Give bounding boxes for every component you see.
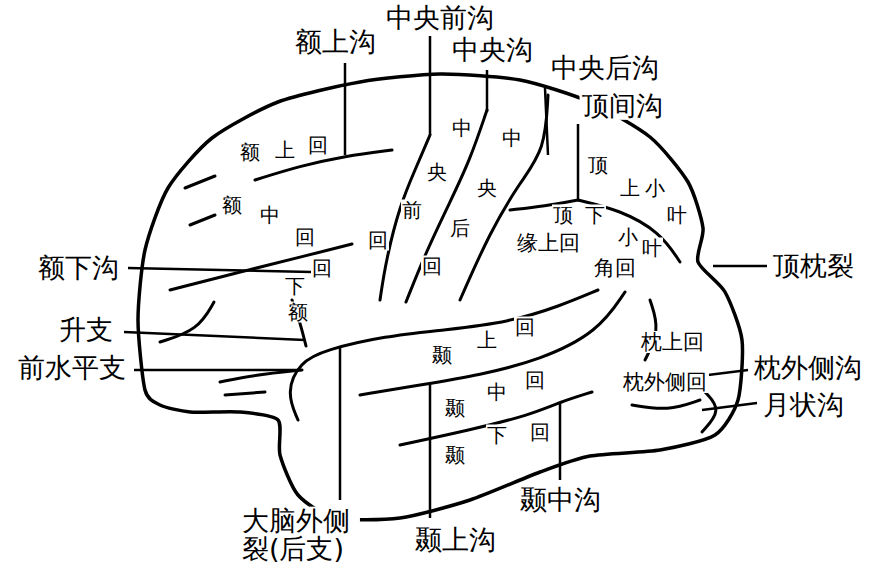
leader-line: [545, 88, 548, 155]
sulcus-line: [225, 392, 265, 395]
gyrus-character: 额: [221, 195, 243, 216]
gyrus-character: 上: [274, 140, 296, 161]
sulcus-label: 月状沟: [761, 391, 846, 419]
gyrus-character: 回: [529, 422, 551, 443]
gyrus-character: 颞: [444, 445, 466, 466]
leader-line: [344, 63, 347, 155]
leader-line: [128, 268, 312, 272]
sulcus-line: [702, 392, 716, 432]
leader-line: [134, 369, 300, 372]
gyrus-character: 小: [644, 178, 666, 199]
gyrus-character: 叶: [666, 205, 688, 226]
gyrus-label: 额中回: [220, 193, 317, 249]
brain-outline: [138, 74, 742, 520]
gyrus-character: 额: [239, 142, 261, 163]
gyrus-character: 央: [476, 178, 498, 199]
leader-line: [486, 70, 489, 112]
gyrus-character: 下: [486, 425, 508, 446]
gyrus-character: 回: [421, 256, 443, 277]
gyrus-character: 下: [284, 276, 306, 297]
sulcus-line: [360, 292, 625, 395]
sulcus-line: [185, 176, 215, 188]
gyrus-character: 回: [514, 317, 536, 338]
gyrus-character: 中: [486, 382, 508, 403]
gyrus-character: 上: [619, 178, 641, 199]
gyrus-label: 颞下回: [443, 420, 552, 467]
gyrus-character: 央: [426, 162, 448, 183]
leader-line: [124, 332, 305, 340]
gyrus-character: 中: [451, 118, 473, 139]
gyrus-character: 前: [401, 200, 423, 221]
gyrus-character: 回: [307, 135, 329, 156]
sulcus-line: [632, 400, 700, 408]
sulcus-label: 中央沟: [450, 36, 535, 64]
sulcus-label: 前水平支: [16, 354, 128, 382]
sulcus-line: [220, 370, 302, 382]
leader-line: [339, 348, 342, 500]
gyrus-character: 叶: [641, 238, 663, 259]
sulcus-label: 中央前沟: [384, 4, 496, 32]
gyrus-character: 回: [367, 230, 389, 251]
gyrus-character: 颞: [431, 345, 453, 366]
gyrus-character: 中: [501, 128, 523, 149]
sulcus-label: 大脑外侧 裂(后支): [240, 507, 360, 564]
gyrus-character: 回: [311, 258, 333, 279]
sulcus-label: 额下沟: [36, 254, 121, 282]
gyrus-character: 上: [476, 330, 498, 351]
gyrus-label: 颞 上回: [430, 315, 537, 367]
sulcus-line: [578, 200, 680, 262]
gyrus-character: 后: [449, 218, 471, 239]
gyrus-character: 回: [524, 370, 546, 391]
gyrus-character: 额: [287, 302, 309, 323]
gyrus-character: 顶: [552, 205, 574, 226]
gyrus-label: 额下回: [283, 256, 334, 324]
gyrus-character: 中: [259, 205, 281, 226]
gyrus-label: 缘上回: [515, 232, 582, 254]
leader-line: [429, 36, 432, 135]
gyrus-label: 枕上回: [639, 331, 706, 353]
leader-line: [713, 265, 767, 268]
sulcus-line: [460, 95, 548, 300]
gyrus-label: 枕外侧回: [621, 371, 709, 393]
sulcus-label: 颞中沟: [518, 486, 603, 514]
gyrus-label: 颞中回: [443, 368, 547, 420]
gyrus-label: 中央后回: [420, 126, 524, 278]
sulcus-line: [190, 215, 215, 225]
gyrus-label: 额上回: [238, 133, 330, 164]
sulcus-line: [170, 244, 352, 290]
gyrus-label: 角回: [592, 257, 638, 279]
gyrus-character: 回: [294, 227, 316, 248]
gyrus-character: 小: [617, 227, 639, 248]
sulcus-label: 顶枕裂: [771, 252, 856, 280]
sulcus-label: 中央后沟: [549, 54, 661, 82]
sulcus-label: 枕外侧沟: [752, 354, 864, 382]
leader-line: [702, 403, 757, 410]
leader-line: [559, 402, 562, 480]
sulcus-line: [290, 290, 598, 420]
gyrus-character: 顶: [587, 155, 609, 176]
leader-line: [429, 382, 432, 518]
leader-line: [577, 124, 580, 200]
sulcus-label: 升支: [57, 316, 115, 344]
gyrus-character: 颞: [444, 398, 466, 419]
sulcus-label: 顶间沟: [580, 92, 665, 120]
sulcus-label: 颞上沟: [413, 526, 498, 554]
sulcus-label: 额上沟: [293, 28, 378, 56]
gyrus-character: 下: [584, 205, 606, 226]
